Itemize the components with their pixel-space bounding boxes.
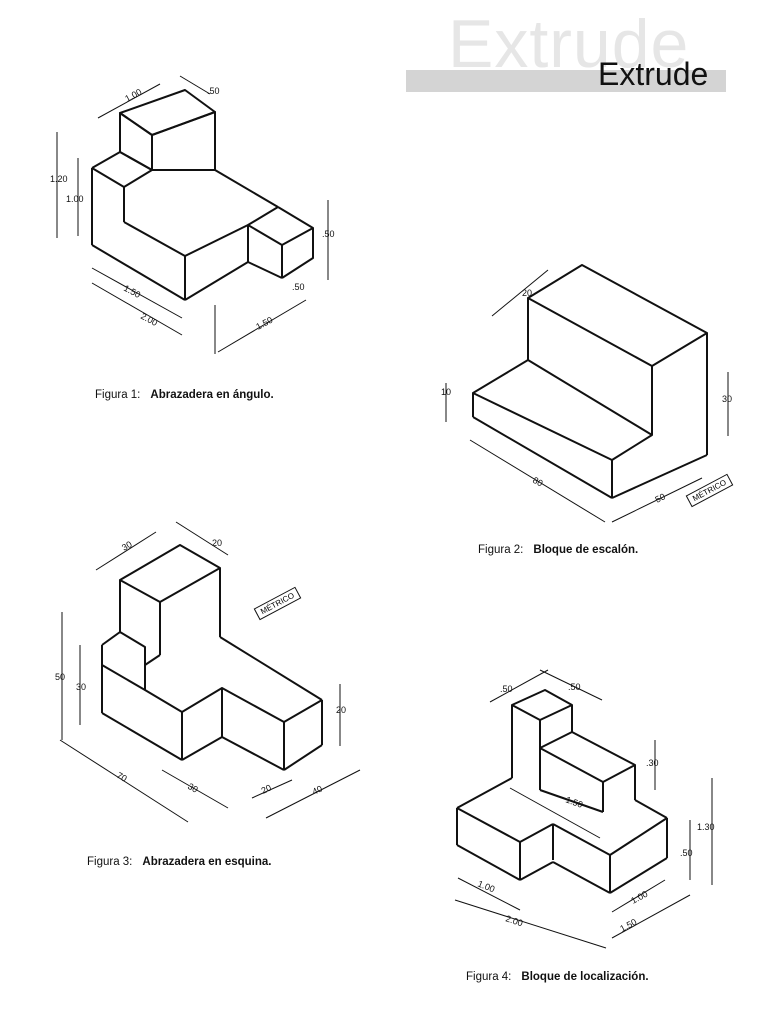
page-title: Extrude xyxy=(598,56,709,92)
fig4-dim: 2.00 xyxy=(504,913,524,928)
fig3-dim: 30 xyxy=(120,539,134,553)
fig2-top-face xyxy=(527,264,708,367)
fig3-dim: 20 xyxy=(212,538,222,548)
figure-3-caption: Figura 3: Abrazadera en esquina. xyxy=(87,856,272,868)
caption-label: Figura 1: xyxy=(95,389,141,401)
fig3-dim: 70 xyxy=(115,770,129,784)
fig3-top-face xyxy=(119,544,221,603)
figure-2-caption: Figura 2: Bloque de escalón. xyxy=(478,544,638,556)
figure-4-drawing xyxy=(454,669,713,949)
fig4-dim: .50 xyxy=(680,848,693,858)
fig1-dim: 1.50 xyxy=(122,283,142,300)
fig1-dim: 1.50 xyxy=(254,315,274,332)
fig2-dim: 20 xyxy=(522,288,532,298)
caption-label: Figura 2: xyxy=(478,544,524,556)
caption-text: Abrazadera en esquina. xyxy=(142,856,272,868)
figure-4-caption: Figura 4: Bloque de localización. xyxy=(466,971,649,983)
figure-2-drawing xyxy=(445,264,729,523)
fig3-dim: 20 xyxy=(260,783,273,796)
fig1-dim: .50 xyxy=(207,86,220,96)
fig4-dim: .50 xyxy=(568,682,581,692)
figure-3-dimensions: 30 20 50 30 20 70 30 20 40 xyxy=(55,538,346,797)
figure-1-drawing xyxy=(56,75,329,354)
fig1-dim: .50 xyxy=(322,229,335,239)
fig3-dim: 30 xyxy=(186,781,200,795)
fig1-dim: 2.00 xyxy=(139,311,159,328)
caption-text: Abrazadera en ángulo. xyxy=(150,389,274,401)
figure-1-caption: Figura 1: Abrazadera en ángulo. xyxy=(95,389,274,401)
fig4-dim: .50 xyxy=(500,684,513,694)
fig2-dim: 80 xyxy=(531,475,545,489)
ghost-title: Extrude xyxy=(448,6,690,82)
fig2-dim: 50 xyxy=(653,491,666,504)
caption-label: Figura 3: xyxy=(87,856,133,868)
fig1-dim: 1.20 xyxy=(50,174,68,184)
fig1-dim: 1.00 xyxy=(66,194,84,204)
fig3-dim: 20 xyxy=(336,705,346,715)
fig4-dim: 1.50 xyxy=(564,794,584,809)
fig3-dim: 40 xyxy=(311,784,324,797)
caption-label: Figura 4: xyxy=(466,971,512,983)
figure-2-dimensions: 20 10 30 80 50 xyxy=(441,288,732,505)
header-bar xyxy=(406,70,726,92)
fig2-dim: 10 xyxy=(441,387,451,397)
fig1-dim: .50 xyxy=(292,282,305,292)
fig3-dim: 50 xyxy=(55,672,65,682)
figure-3-drawing xyxy=(59,521,361,823)
fig4-dim: 1.30 xyxy=(697,822,715,832)
fig1-dim: 1.00 xyxy=(123,87,143,104)
fig4-top-face xyxy=(511,689,573,721)
fig4-dim: .30 xyxy=(646,758,659,768)
caption-text: Bloque de escalón. xyxy=(533,544,639,556)
fig4-dim: 1.50 xyxy=(618,917,638,934)
fig2-dim: 30 xyxy=(722,394,732,404)
fig3-dim: 30 xyxy=(76,682,86,692)
caption-text: Bloque de localización. xyxy=(521,971,649,983)
